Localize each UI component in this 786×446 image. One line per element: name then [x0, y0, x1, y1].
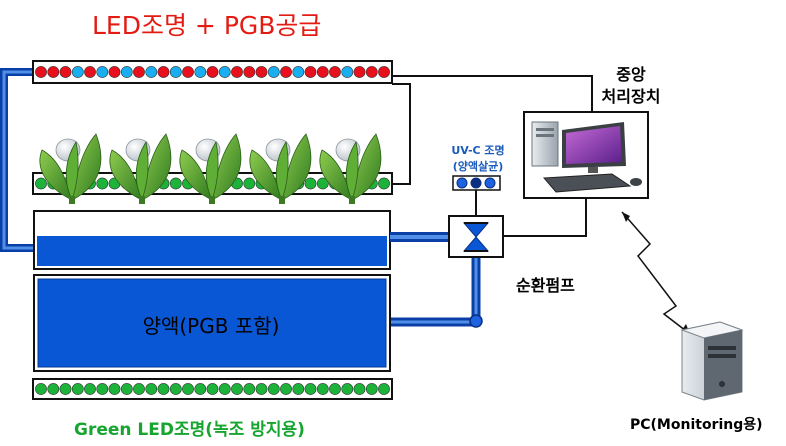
- led-dot: [71, 66, 84, 78]
- led-dot: [157, 383, 170, 395]
- led-dot: [255, 383, 268, 395]
- led-dot: [145, 66, 158, 78]
- bottom-led-strip: [32, 378, 393, 400]
- led-dot: [365, 383, 378, 395]
- led-dot: [35, 383, 47, 395]
- uv-label-line2: (양액살균): [452, 160, 504, 173]
- desktop-computer-icon: [523, 111, 649, 199]
- led-dot: [96, 177, 109, 190]
- led-dot: [316, 177, 329, 190]
- led-dot: [292, 383, 305, 395]
- led-dot: [378, 383, 390, 395]
- top-led-strip: [32, 60, 393, 84]
- plant-icon: [39, 133, 102, 204]
- pc-label: PC(Monitoring용): [630, 417, 763, 433]
- wireless-link-icon: [621, 211, 691, 335]
- green-led-title: Green LED조명(녹조 방지용): [74, 420, 305, 440]
- led-dot: [133, 66, 145, 78]
- led-dot: [243, 383, 256, 395]
- led-dot: [267, 66, 280, 78]
- led-pgb-title: LED조명 + PGB공급: [92, 11, 322, 40]
- plant-icon: [109, 133, 172, 204]
- led-dot: [120, 66, 133, 78]
- led-dot: [157, 66, 170, 78]
- uv-label-line1: UV-C 조명: [451, 144, 505, 157]
- led-dot: [169, 66, 182, 78]
- led-dot: [231, 66, 243, 78]
- uv-led-dot: [484, 177, 496, 189]
- plant-icon: [249, 133, 312, 204]
- uv-led-dot: [470, 177, 482, 189]
- left-pipe: [0, 68, 34, 252]
- pump-label: 순환펌프: [516, 276, 575, 295]
- led-dot: [341, 383, 354, 395]
- led-dot: [59, 66, 72, 78]
- led-dot: [194, 383, 207, 395]
- led-dot: [206, 383, 219, 395]
- led-dot: [47, 383, 60, 395]
- led-dot: [231, 383, 243, 395]
- control-wires: [392, 75, 593, 237]
- uv-label: UV-C 조명 (양액살균): [438, 143, 518, 175]
- led-dot: [378, 66, 390, 78]
- led-dot: [218, 383, 231, 395]
- led-dot: [133, 383, 145, 395]
- cpu-label: 중앙 처리장치: [596, 64, 666, 108]
- led-dot: [304, 177, 317, 190]
- led-dot: [59, 383, 72, 395]
- led-dot: [84, 66, 96, 78]
- led-dot: [378, 177, 390, 190]
- solution-label: 양액(PGB 포함): [142, 314, 280, 338]
- led-dot: [341, 66, 354, 78]
- led-dot: [316, 383, 329, 395]
- led-dot: [120, 383, 133, 395]
- led-dot: [267, 383, 280, 395]
- led-dot: [182, 383, 194, 395]
- pc-tower-icon: [680, 321, 744, 401]
- lower-pump-pipe: [390, 258, 483, 328]
- led-dot: [206, 66, 219, 78]
- plant-row: [39, 133, 382, 204]
- led-dot: [84, 383, 96, 395]
- led-dot: [255, 66, 268, 78]
- led-dot: [353, 383, 366, 395]
- led-dot: [292, 66, 305, 78]
- cpu-label-line2: 처리장치: [601, 87, 661, 106]
- led-dot: [108, 66, 121, 78]
- cpu-label-line1: 중앙: [616, 65, 646, 84]
- led-dot: [316, 66, 329, 78]
- led-dot: [329, 383, 341, 395]
- led-dot: [96, 66, 109, 78]
- led-dot: [218, 66, 231, 78]
- led-dot: [353, 66, 366, 78]
- plant-icon: [319, 133, 382, 204]
- led-dot: [47, 66, 60, 78]
- nutrient-reservoir: [33, 274, 391, 372]
- upper-pump-pipe: [390, 232, 448, 242]
- led-dot: [304, 383, 317, 395]
- led-dot: [365, 66, 378, 78]
- led-dot: [243, 66, 256, 78]
- led-dot: [71, 383, 84, 395]
- led-dot: [304, 66, 317, 78]
- led-dot: [35, 177, 47, 190]
- led-dot: [169, 177, 182, 190]
- growing-tank: [33, 210, 391, 270]
- valve-icon: [448, 215, 504, 258]
- led-dot: [169, 383, 182, 395]
- led-dot: [182, 66, 194, 78]
- led-dot: [280, 383, 292, 395]
- led-dot: [194, 66, 207, 78]
- led-dot: [108, 383, 121, 395]
- uv-led-dot: [456, 177, 468, 189]
- led-dot: [96, 383, 109, 395]
- led-dot: [243, 177, 256, 190]
- led-dot: [35, 66, 47, 78]
- plant-icon: [179, 133, 242, 204]
- led-dot: [329, 66, 341, 78]
- uv-c-light: [452, 175, 501, 216]
- led-dot: [145, 383, 158, 395]
- led-dot: [280, 66, 292, 78]
